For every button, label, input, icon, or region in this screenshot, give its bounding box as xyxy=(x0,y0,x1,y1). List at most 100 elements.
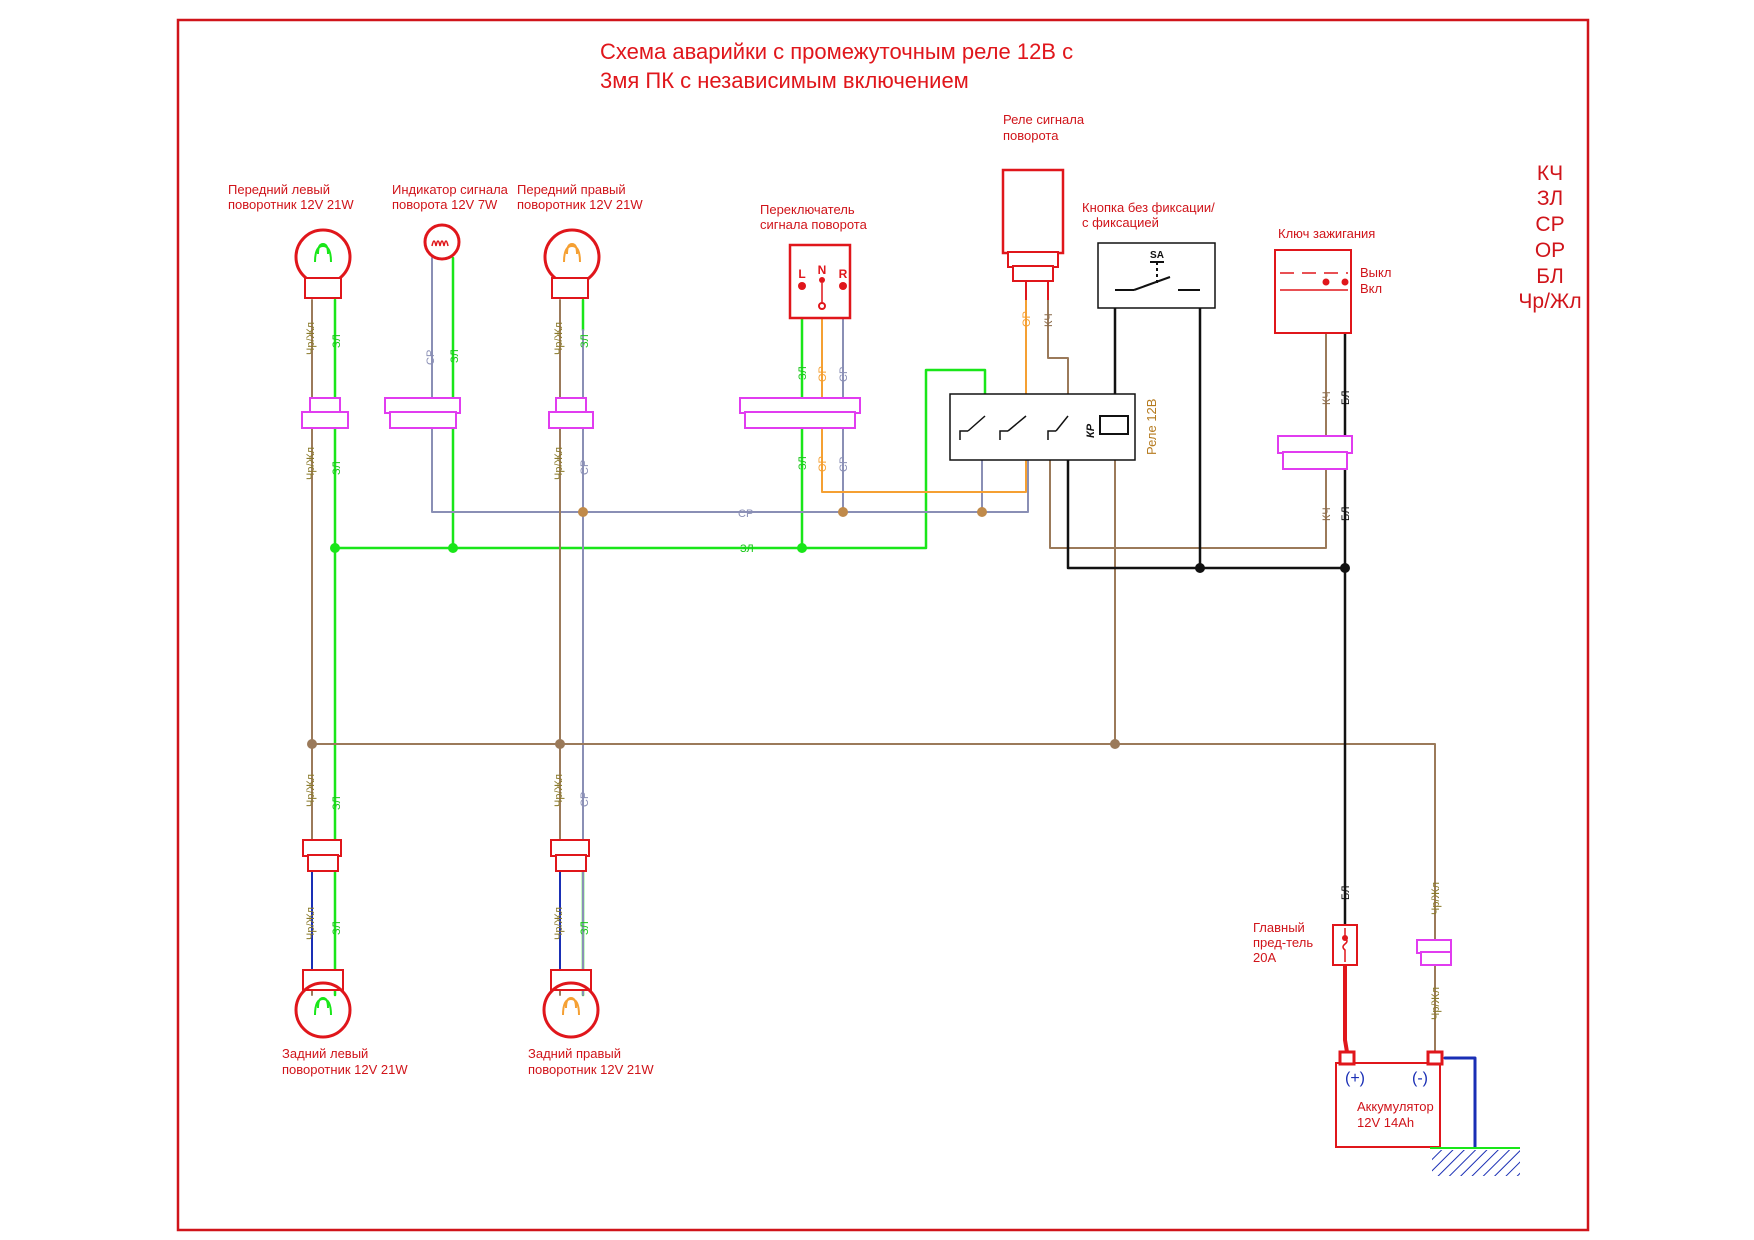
battery-label: Аккумулятор xyxy=(1357,1099,1434,1114)
connector xyxy=(548,411,594,429)
wire-label: ЗЛ xyxy=(331,461,343,475)
connector xyxy=(384,397,461,414)
junction-dot xyxy=(1195,563,1205,573)
bulb-filament-icon xyxy=(314,242,332,263)
legend-item: ОР xyxy=(1535,239,1565,262)
legend-item: ЗЛ xyxy=(1537,187,1563,210)
wire-label: СР xyxy=(579,460,591,475)
indicator-lamp xyxy=(423,223,461,261)
main-fuse-label: 20А xyxy=(1253,950,1276,965)
switch-pin-l: L xyxy=(798,267,805,281)
key-position-on: Вкл xyxy=(1360,281,1382,296)
legend-item: Чр/Жл xyxy=(1518,290,1581,313)
button-tag: SA xyxy=(1150,250,1164,261)
wire-label: Чр/Жл xyxy=(553,322,565,355)
wire-label: БЛ xyxy=(1340,391,1352,405)
wire-label: Чр/Жл xyxy=(1430,882,1442,915)
wire-label: Чр/Жл xyxy=(305,447,317,480)
diagram-title-line2: 3мя ПК с независимым включением xyxy=(600,68,969,93)
grey-wire xyxy=(431,257,1029,513)
wire-label: ЗЛ xyxy=(740,543,754,555)
wire-label: Чр/Жл xyxy=(553,907,565,940)
wire-label: ЗЛ xyxy=(331,796,343,810)
wire-label: ЗЛ xyxy=(579,334,591,348)
junction-dot xyxy=(977,507,987,517)
rear-left-lamp xyxy=(294,969,352,1039)
switch-pin-r: R xyxy=(839,267,848,281)
wire-label: Чр/Жл xyxy=(553,774,565,807)
turn-switch-label: Переключатель xyxy=(760,202,855,217)
main-fuse-label: пред-тель xyxy=(1253,935,1313,950)
flasher-relay-label: поворота xyxy=(1003,128,1059,143)
connector xyxy=(555,397,587,414)
battery-label: 12V 14Ah xyxy=(1357,1115,1414,1130)
color-legend: КЧ ЗЛ СР ОР БЛ Чр/Жл xyxy=(1518,162,1581,313)
wire-label: КЧ xyxy=(1321,391,1333,405)
rear-left-lamp-label: Задний левый xyxy=(282,1046,368,1061)
ignition-key xyxy=(1274,249,1352,334)
connector xyxy=(739,397,861,414)
junction-dot xyxy=(1110,739,1120,749)
hazard-button-label: Кнопка без фиксации/ xyxy=(1082,200,1215,215)
red-wire xyxy=(1343,963,1350,1060)
relay-coil-tag: КР xyxy=(1085,423,1097,438)
junctions xyxy=(307,507,1350,749)
connector xyxy=(555,854,587,872)
wire-label: СР xyxy=(838,457,850,472)
diagram-title-line1: Схема аварийки с промежуточным реле 12В … xyxy=(600,39,1073,64)
front-right-lamp-label: Передний правый xyxy=(517,182,626,197)
wire-label: КЧ xyxy=(1321,507,1333,521)
bulb-filament-icon xyxy=(562,996,580,1016)
wires xyxy=(311,256,1477,1149)
main-fuse-label: Главный xyxy=(1253,920,1305,935)
bulb-filament-icon xyxy=(431,240,449,247)
ground-symbol xyxy=(1430,1147,1520,1176)
connector xyxy=(1420,951,1452,966)
rear-right-lamp-label: Задний правый xyxy=(528,1046,621,1061)
rear-right-lamp-label: поворотник 12V 21W xyxy=(528,1062,654,1077)
wire-label: ОР xyxy=(817,456,829,472)
indicator-lamp-label: поворота 12V 7W xyxy=(392,197,498,212)
main-fuse xyxy=(1332,924,1358,966)
wire-label: СР xyxy=(425,350,437,365)
wire-labels: Чр/Жл ЗЛ Чр/Жл ЗЛ СР ЗЛ Чр/Жл ЗЛ Чр/Жл С… xyxy=(305,311,1442,1020)
junction-dot xyxy=(555,739,565,749)
wire-label: Чр/Жл xyxy=(305,774,317,807)
connector xyxy=(302,839,342,857)
flasher-relay xyxy=(1001,168,1065,300)
wire-label: ЗЛ xyxy=(331,334,343,348)
legend-item: БЛ xyxy=(1536,265,1564,288)
junction-dot xyxy=(307,739,317,749)
ignition-key-label: Ключ зажигания xyxy=(1278,226,1375,241)
battery-minus-label: (-) xyxy=(1412,1070,1428,1087)
wire-label: ЗЛ xyxy=(331,921,343,935)
wire-label: ЗЛ xyxy=(797,366,809,380)
wire-label: Чр/Жл xyxy=(305,322,317,355)
relay-12v: КР xyxy=(949,393,1136,461)
connector xyxy=(307,854,339,872)
relay-12v-label: Реле 12В xyxy=(1144,399,1159,455)
connectors xyxy=(301,397,1452,966)
flasher-relay-label: Реле сигнала xyxy=(1003,112,1085,127)
battery-plus-terminal xyxy=(1338,1050,1356,1066)
bulb-filament-icon xyxy=(563,242,581,263)
battery: (+) (-) Аккумулятор 12V 14Ah xyxy=(1335,1050,1444,1148)
connector xyxy=(389,411,457,429)
wire-label: ОР xyxy=(1021,311,1033,327)
front-left-lamp-label: Передний левый xyxy=(228,182,330,197)
hazard-button-label: с фиксацией xyxy=(1082,215,1159,230)
connector xyxy=(744,411,856,429)
legend-item: СР xyxy=(1535,213,1564,236)
wire-label: Чр/Жл xyxy=(553,447,565,480)
turn-switch-label: сигнала поворота xyxy=(760,217,868,232)
switch-pin-n: N xyxy=(818,263,827,277)
legend-item: КЧ xyxy=(1537,162,1563,185)
brown-wire xyxy=(311,743,1436,941)
rear-left-lamp-label: поворотник 12V 21W xyxy=(282,1062,408,1077)
black-wire xyxy=(1066,441,1347,570)
wire-label: БЛ xyxy=(1340,886,1352,900)
junction-dot xyxy=(838,507,848,517)
indicator-lamp-label: Индикатор сигнала xyxy=(392,182,509,197)
connector xyxy=(301,411,349,429)
